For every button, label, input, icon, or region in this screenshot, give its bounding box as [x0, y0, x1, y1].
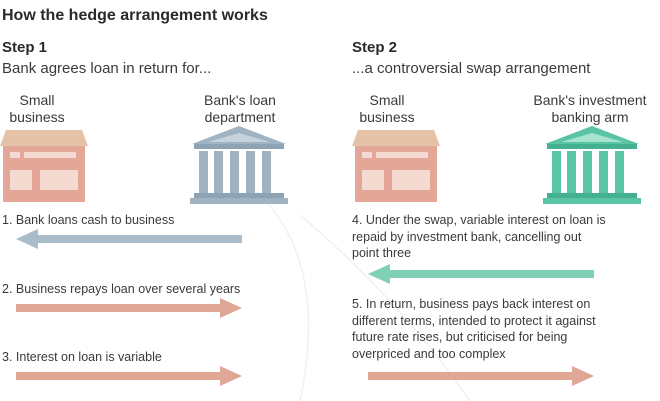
arrow-business-to-investment-bank [368, 366, 594, 386]
step1-loan-department-label: Bank's loan department [204, 92, 276, 125]
statement-5: 5. In return, business pays back interes… [352, 297, 596, 361]
step1-heading: Step 1 [2, 39, 48, 56]
arrow-investment-bank-to-business [368, 264, 594, 284]
step2-small-business-label: Small business [359, 92, 415, 125]
bank-loan-department-icon [190, 126, 288, 204]
statement-4: 4. Under the swap, variable interest on … [352, 213, 606, 260]
arrow-bank-to-business [16, 229, 242, 249]
statement-3: 3. Interest on loan is variable [2, 350, 162, 364]
bank-investment-arm-icon [543, 126, 641, 204]
step2-subheading: ...a controversial swap arrangement [352, 60, 591, 77]
statement-2: 2. Business repays loan over several yea… [2, 282, 241, 296]
statement-1: 1. Bank loans cash to business [2, 213, 175, 227]
small-business-house-icon [0, 130, 88, 202]
step1-subheading: Bank agrees loan in return for... [2, 60, 212, 77]
diagram-title: How the hedge arrangement works [2, 7, 268, 24]
step1-small-business-label: Small business [9, 92, 65, 125]
small-business-house-icon [352, 130, 440, 202]
step2-investment-banking-label: Bank's investment banking arm [533, 92, 647, 125]
arrow-business-to-bank-repay [16, 298, 242, 318]
step2-heading: Step 2 [352, 39, 398, 56]
arrow-business-to-bank-interest [16, 366, 242, 386]
